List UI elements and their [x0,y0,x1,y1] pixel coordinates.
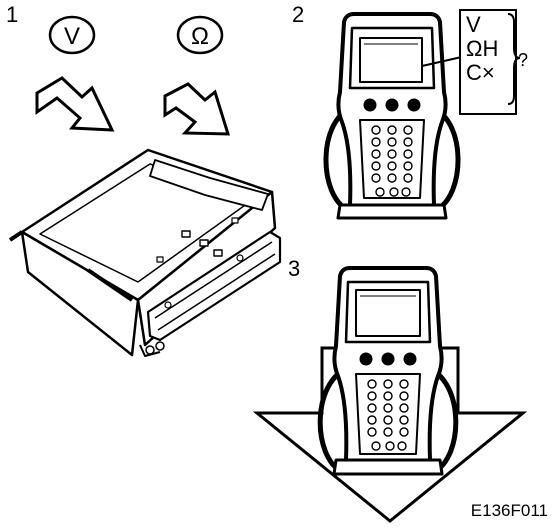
menu-item-resistance: ΩH [466,36,498,61]
callout-line [421,55,467,67]
control-module-ecu [8,148,282,357]
scan-tool-tester [323,12,461,220]
query-mark: ? [518,50,528,70]
menu-item-voltage: V [466,12,481,37]
figure-code: E136F011 [471,501,548,520]
menu-item-capacitance: C× [466,60,495,85]
arrow-down-left-icon [163,82,231,136]
voltage-symbol-icon: V [48,15,96,55]
scan-tool-tester-inserted [317,266,459,476]
step-2-number: 2 [292,2,304,27]
ohm-symbol-label: Ω [191,23,209,50]
voltage-symbol-label: V [64,23,80,50]
ohm-symbol-icon: Ω [176,15,224,55]
function-menu-callout: V ΩH C× ? [459,9,528,115]
arrow-down-right-icon [35,76,115,132]
step-3-number: 3 [288,256,300,281]
step-1-number: 1 [6,2,18,27]
